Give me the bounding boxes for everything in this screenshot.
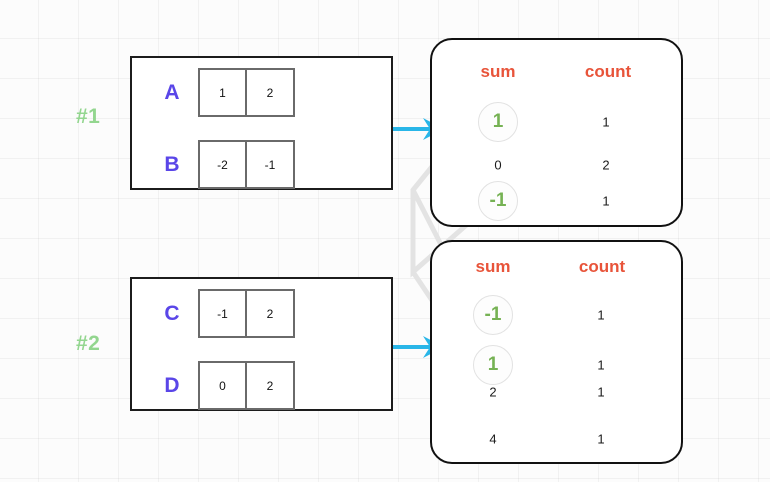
matrix-cell: 2 (246, 68, 295, 117)
sum-value-highlight: 1 (478, 102, 518, 142)
count-value: 1 (597, 384, 605, 400)
matrix-cell: 2 (246, 361, 295, 410)
matrix-cell: -2 (198, 140, 247, 189)
row-label-c: C (164, 301, 180, 325)
column-header-sum: sum (480, 62, 516, 81)
matrix-panel-2: C -1 2 D 0 2 (130, 277, 393, 411)
count-value: 1 (597, 431, 605, 447)
sum-value-highlight: -1 (473, 295, 513, 335)
matrix-row-b: B -2 -1 (146, 140, 295, 189)
group-tag-2: #2 (76, 332, 101, 355)
table-card-1: sum count 1 1 0 2 -1 1 (430, 38, 683, 227)
column-header-count: count (578, 257, 626, 276)
count-value: 1 (597, 307, 605, 323)
matrix-row-d: D 0 2 (146, 361, 295, 410)
matrix-row-c: C -1 2 (146, 289, 295, 338)
column-header-count: count (584, 62, 632, 81)
table-card-2: sum count -1 1 1 1 2 1 4 1 (430, 240, 683, 464)
sum-value: 4 (489, 431, 497, 447)
count-value: 1 (597, 357, 605, 373)
sum-value-highlight: 1 (473, 345, 513, 385)
matrix-panel-1: A 1 2 B -2 -1 (130, 56, 393, 190)
matrix-row-a: A 1 2 (146, 68, 295, 117)
matrix-cell: -1 (246, 140, 295, 189)
column-header-sum: sum (475, 257, 511, 276)
sum-value-highlight: -1 (478, 181, 518, 221)
matrix-cell: -1 (198, 289, 247, 338)
sum-value: 2 (489, 384, 497, 400)
count-value: 1 (602, 193, 610, 209)
matrix-cell: 2 (246, 289, 295, 338)
count-value: 2 (602, 157, 610, 173)
matrix-cell: 1 (198, 68, 247, 117)
row-label-b: B (164, 152, 180, 176)
group-tag-1: #1 (76, 105, 101, 128)
sum-value: 0 (494, 157, 502, 173)
row-label-d: D (164, 373, 180, 397)
matrix-cell: 0 (198, 361, 247, 410)
count-value: 1 (602, 114, 610, 130)
row-label-a: A (164, 80, 180, 104)
